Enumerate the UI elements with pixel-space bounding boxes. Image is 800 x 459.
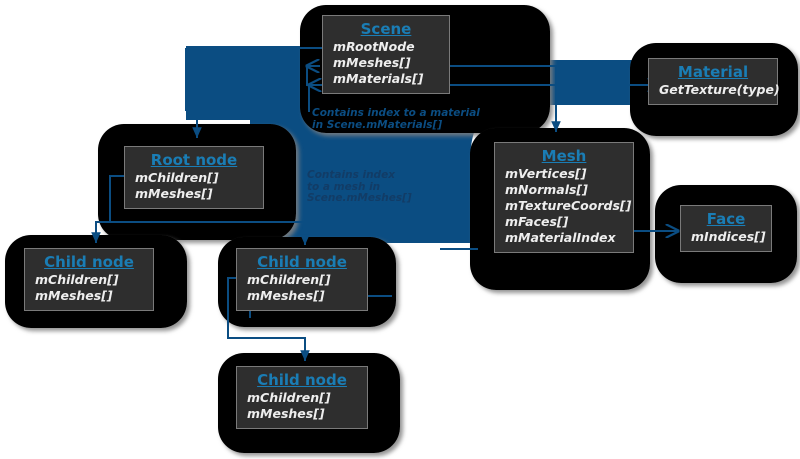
entity-child-node-mid[interactable]: Child node mChildren[] mMeshes[] (236, 248, 368, 311)
entity-root-node[interactable]: Root node mChildren[] mMeshes[] (124, 146, 264, 209)
entity-mesh-field-0: mVertices[] (505, 166, 587, 181)
entity-child-node-mid-title: Child node (257, 253, 347, 271)
entity-face-field-0: mIndices[] (691, 229, 766, 244)
entity-material[interactable]: Material GetTexture(type) (648, 58, 780, 105)
entity-face-title: Face (706, 210, 746, 228)
entity-child-node-mid-field-0: mChildren[] (247, 272, 331, 287)
entity-material-title: Material (677, 63, 749, 81)
entity-mesh-field-2: mTextureCoords[] (505, 198, 632, 213)
link-root-child-left (91, 221, 110, 243)
link-scene-meshes (425, 65, 561, 132)
annotation-mesh-index: Contains index to a mesh in Scene.mMeshe… (307, 169, 412, 204)
entity-mesh-field-3: mFaces[] (505, 214, 569, 229)
entity-scene-title: Scene (360, 20, 412, 38)
entity-root-node-field-1: mMeshes[] (135, 186, 213, 201)
entity-child-node-left-field-0: mChildren[] (35, 272, 119, 287)
blob-mesh-branch (300, 150, 470, 243)
entity-scene[interactable]: Scene mRootNode mMeshes[] mMaterials[] (322, 15, 450, 94)
entity-mesh[interactable]: Mesh mVertices[] mNormals[] mTextureCoor… (494, 142, 634, 253)
entity-root-node-title: Root node (150, 151, 238, 169)
annotation-material-index: Contains index to a material in Scene.mM… (312, 107, 480, 131)
entity-material-field-0: GetTexture(type) (659, 82, 780, 97)
entity-child-node-left[interactable]: Child node mChildren[] mMeshes[] (24, 248, 154, 311)
entity-child-node-bottom-field-1: mMeshes[] (247, 406, 325, 421)
entity-child-node-left-field-1: mMeshes[] (35, 288, 113, 303)
link-scene-rootnode-2 (185, 48, 197, 111)
entity-child-node-bottom[interactable]: Child node mChildren[] mMeshes[] (236, 366, 368, 429)
entity-scene-field-1: mMeshes[] (333, 55, 411, 70)
entity-child-node-bottom-title: Child node (257, 371, 347, 389)
entity-root-node-field-0: mChildren[] (135, 170, 219, 185)
entity-child-node-bottom-field-0: mChildren[] (247, 390, 331, 405)
link-root-child-mid (110, 221, 310, 245)
entity-mesh-field-4: mMaterialIndex (505, 230, 616, 245)
entity-scene-field-2: mMaterials[] (333, 71, 424, 86)
entity-face[interactable]: Face mIndices[] (680, 205, 772, 252)
entity-mesh-field-1: mNormals[] (505, 182, 588, 197)
entity-scene-field-0: mRootNode (333, 39, 415, 54)
entity-child-node-left-title: Child node (44, 253, 134, 271)
entity-mesh-title: Mesh (541, 147, 587, 165)
entity-child-node-mid-field-1: mMeshes[] (247, 288, 325, 303)
